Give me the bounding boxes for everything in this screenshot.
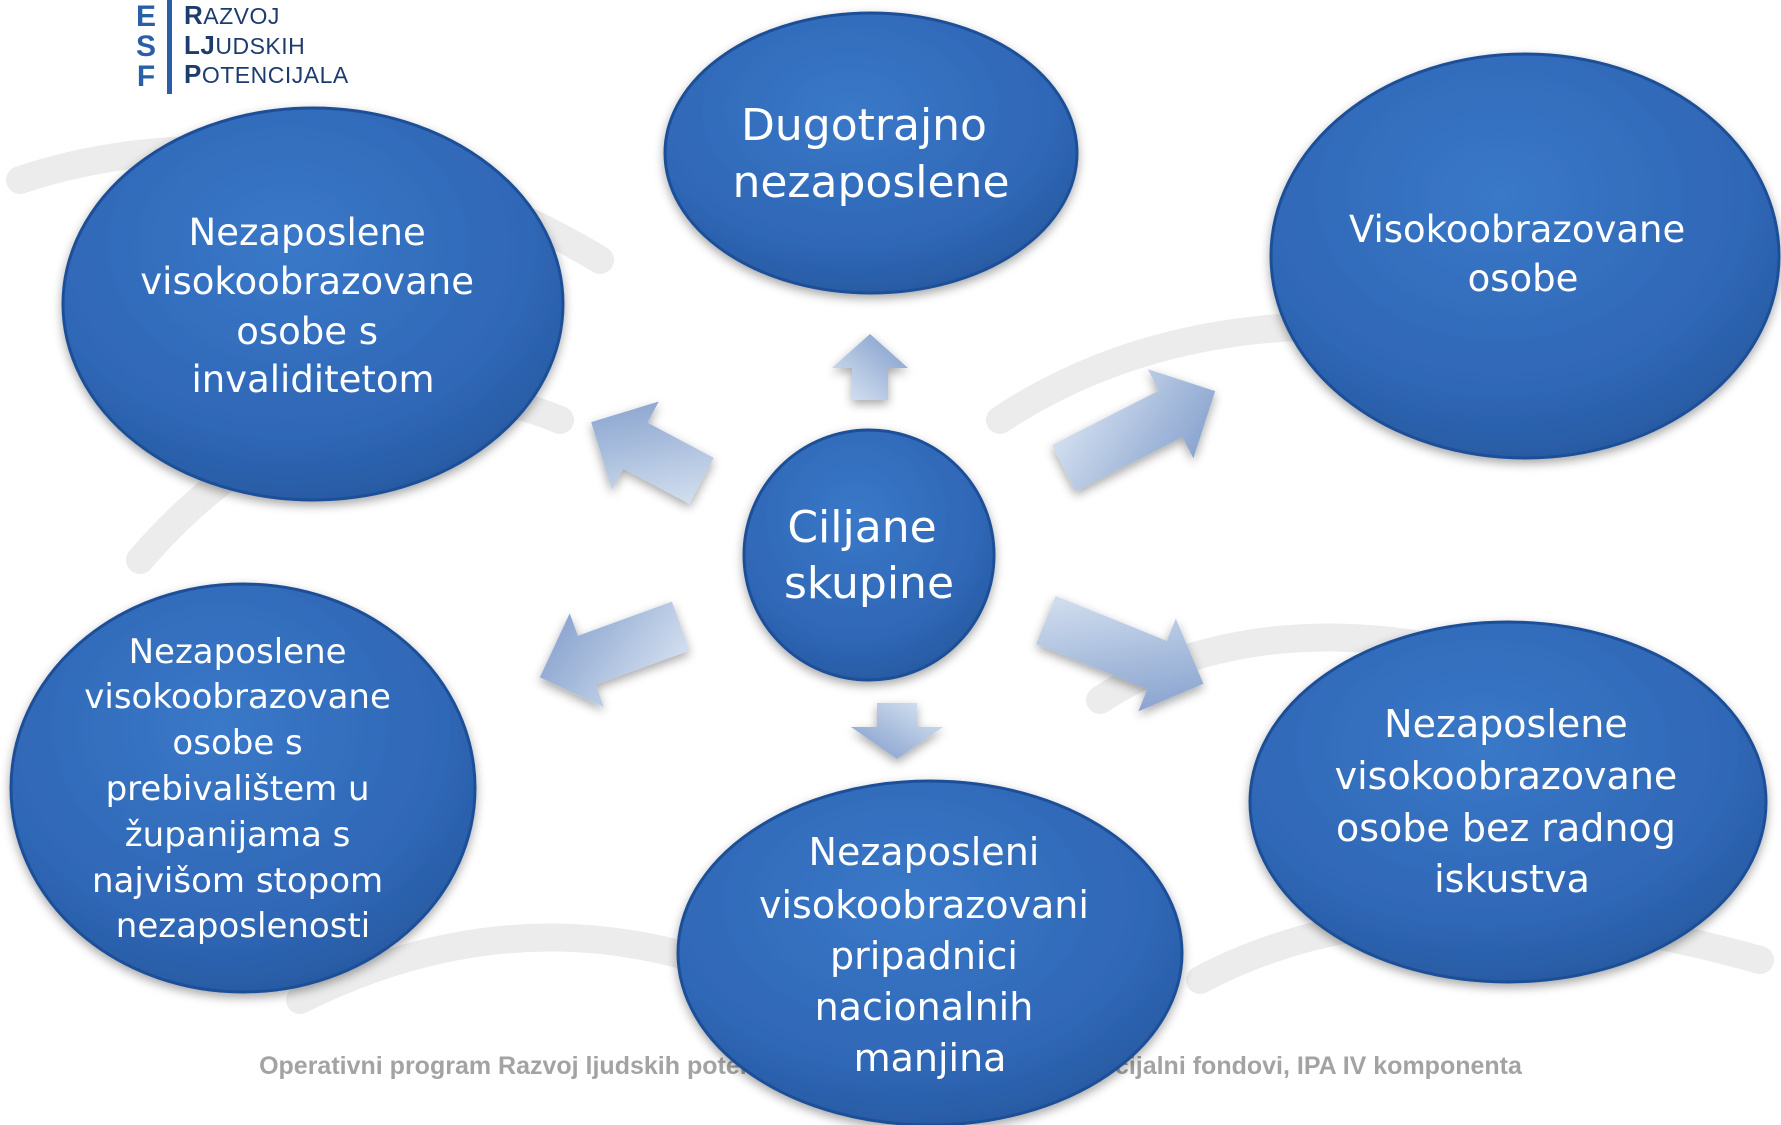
- logo-divider: [167, 0, 172, 94]
- arrow-to-upper-left: [591, 401, 714, 504]
- node-lower-left-line-3: osobe s: [172, 723, 302, 763]
- node-bottom-line-1: Nezaposleni: [809, 830, 1040, 874]
- node-lower-left-line-4: prebivalištem u: [106, 769, 370, 809]
- arrow-to-bottom: [851, 703, 943, 759]
- node-lower-left-ellipse: [9, 582, 477, 994]
- arrows: [539, 334, 1216, 759]
- node-upper-right-line-1: Visokoobrazovane: [1349, 208, 1685, 251]
- logo-word-ljudskih-cap: LJ: [184, 29, 216, 60]
- node-upper-left-line-3: osobe s: [236, 310, 378, 353]
- node-upper-left-line-4: invaliditetom: [191, 358, 434, 401]
- arrow-to-upper-right: [1051, 369, 1216, 492]
- logo-word-razvoj-rest: AZVOJ: [203, 3, 280, 29]
- logo-word-potencijala-cap: P: [184, 59, 202, 89]
- node-lower-left-label: Nezaposlene visokoobrazovane osobe s pre…: [84, 632, 401, 946]
- logo-word-potencijala: POTENCIJALA: [184, 61, 349, 88]
- arrow-to-lower-right: [1036, 595, 1204, 712]
- node-bottom-line-3: pripadnici: [830, 934, 1018, 978]
- node-top-label: Dugotrajno nezaposlene: [732, 100, 1009, 208]
- node-bottom-line-2: visokoobrazovani: [759, 883, 1089, 927]
- node-lower-left-line-6: najvišom stopom: [92, 861, 383, 901]
- node-upper-right-ellipse: [1269, 52, 1781, 460]
- esf-logo: E S F RAZVOJ LJUDSKIH POTENCIJALA: [133, 0, 349, 94]
- center-line-2: skupine: [784, 558, 954, 609]
- node-lower-right-line-1: Nezaposlene: [1384, 702, 1628, 746]
- logo-word-razvoj: RAZVOJ: [184, 2, 349, 29]
- node-lower-right-line-2: visokoobrazovane: [1335, 754, 1678, 798]
- arrow-to-lower-left: [539, 601, 690, 708]
- logo-words: RAZVOJ LJUDSKIH POTENCIJALA: [184, 0, 349, 94]
- node-upper-right-label: Visokoobrazovane osobe: [1349, 208, 1697, 300]
- logo-word-potencijala-rest: OTENCIJALA: [201, 62, 349, 88]
- logo-word-razvoj-cap: R: [184, 0, 204, 30]
- logo-letter-s: S: [135, 30, 156, 63]
- node-lower-left-line-7: nezaposlenosti: [116, 906, 370, 946]
- arrow-to-top: [832, 334, 908, 400]
- logo-letter-e: E: [135, 0, 156, 33]
- node-lower-right-line-4: iskustva: [1434, 857, 1590, 901]
- node-lower-left-line-5: županijama s: [125, 815, 351, 855]
- node-top-line-1: Dugotrajno: [741, 100, 987, 151]
- node-lower-right-ellipse: [1248, 620, 1768, 984]
- node-upper-right-line-2: osobe: [1468, 257, 1579, 300]
- logo-word-ljudskih: LJUDSKIH: [184, 32, 349, 59]
- node-lower-right-line-3: osobe bez radnog: [1336, 806, 1676, 850]
- center-line-1: Ciljane: [787, 502, 936, 553]
- center-label: Ciljane skupine: [784, 502, 954, 609]
- ellipses: [9, 11, 1781, 1125]
- node-bottom-label: Nezaposleni visokoobrazovani pripadnici …: [759, 830, 1101, 1080]
- node-lower-left-line-2: visokoobrazovane: [84, 677, 391, 717]
- node-upper-left-label: Nezaposlene visokoobrazovane osobe s inv…: [140, 211, 485, 401]
- node-bottom-line-5: manjina: [854, 1036, 1007, 1080]
- logo-letters: E S F: [133, 0, 159, 94]
- node-upper-left-line-2: visokoobrazovane: [140, 260, 474, 303]
- node-top-ellipse: [663, 11, 1079, 295]
- node-upper-left-line-1: Nezaposlene: [189, 211, 426, 254]
- node-bottom-line-4: nacionalnih: [815, 985, 1034, 1029]
- center-ellipse: [742, 428, 996, 682]
- node-upper-left-ellipse: [61, 106, 565, 502]
- node-bottom-ellipse: [676, 779, 1184, 1125]
- logo-word-ljudskih-rest: UDSKIH: [215, 32, 306, 59]
- node-lower-right-label: Nezaposlene visokoobrazovane osobe bez r…: [1335, 702, 1690, 901]
- node-top-line-2: nezaposlene: [732, 157, 1009, 208]
- node-lower-left-line-1: Nezaposlene: [129, 632, 347, 672]
- logo-letter-f: F: [136, 60, 156, 93]
